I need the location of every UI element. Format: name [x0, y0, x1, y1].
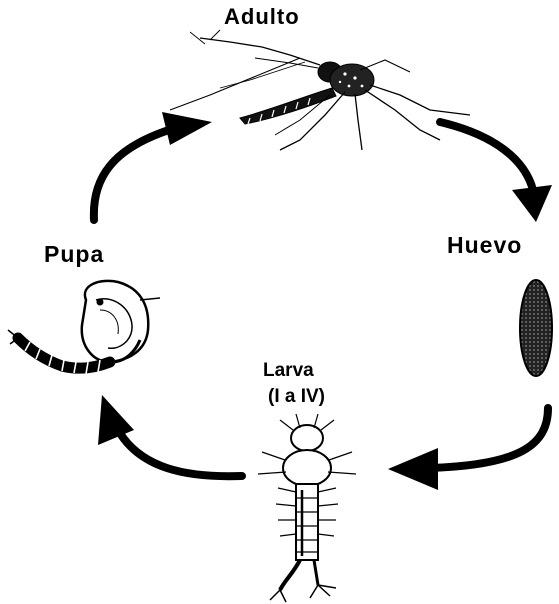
mosquito-icon — [170, 30, 470, 150]
stage-label-adulto: Adulto — [224, 4, 300, 30]
arrow-adult-to-egg — [440, 122, 552, 222]
stage-label-larva-instars: (I a IV) — [268, 386, 325, 408]
arrow-larva-to-pupa — [98, 395, 242, 476]
larva-icon — [258, 414, 356, 602]
arrow-pupa-to-adult — [94, 112, 212, 220]
egg-icon — [520, 280, 552, 376]
stage-label-larva: Larva — [263, 360, 314, 382]
stage-label-pupa: Pupa — [44, 241, 104, 268]
pupa-icon — [8, 281, 160, 374]
stage-label-huevo: Huevo — [447, 232, 522, 259]
arrow-egg-to-larva — [388, 408, 548, 490]
